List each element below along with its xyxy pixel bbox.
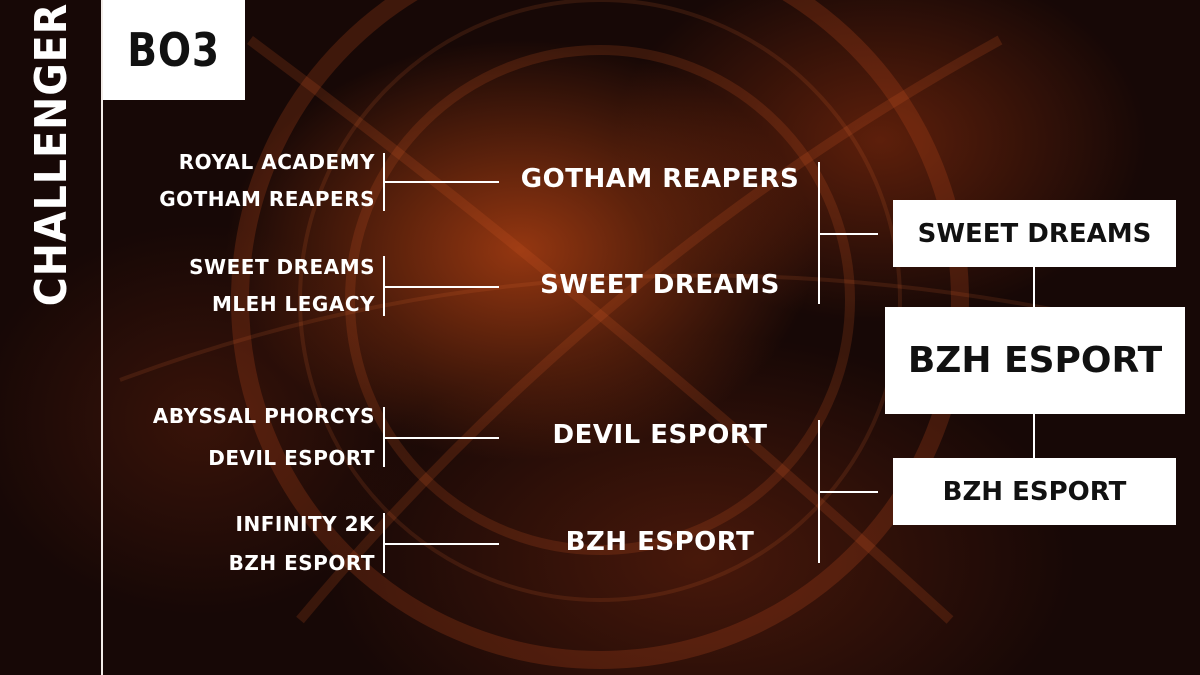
r1-match1-team-bottom: GOTHAM REAPERS xyxy=(159,187,375,211)
r2-team-2: SWEET DREAMS xyxy=(540,270,780,300)
champion-box: BZH ESPORT xyxy=(885,307,1185,414)
final-team-top-box: SWEET DREAMS xyxy=(893,200,1176,267)
final-bottom-connector xyxy=(1033,414,1035,458)
r1-match2-connector xyxy=(383,286,499,288)
champion-team: BZH ESPORT xyxy=(907,340,1163,381)
r1-match1-team-top: ROYAL ACADEMY xyxy=(178,150,375,174)
r2-upper-connector xyxy=(818,233,878,235)
r1-match4-connector xyxy=(383,543,499,545)
tier-title-text: CHALLENGER xyxy=(26,2,78,306)
r2-lower-connector xyxy=(818,491,878,493)
r1-match2-team-top: SWEET DREAMS xyxy=(189,255,375,279)
r2-team-3: DEVIL ESPORT xyxy=(552,420,768,450)
r1-match4-team-top: INFINITY 2K xyxy=(235,512,375,536)
side-divider xyxy=(101,0,103,675)
final-team-bottom-box: BZH ESPORT xyxy=(893,458,1176,525)
final-team-bottom: BZH ESPORT xyxy=(942,476,1127,507)
r1-match4-team-bottom: BZH ESPORT xyxy=(228,551,375,575)
r1-match1-connector xyxy=(383,181,499,183)
format-badge-text: BO3 xyxy=(127,23,221,77)
format-badge: BO3 xyxy=(103,0,245,100)
r2-team-1: GOTHAM REAPERS xyxy=(520,164,800,194)
r2-team-4: BZH ESPORT xyxy=(565,527,755,557)
r1-match3-team-bottom: DEVIL ESPORT xyxy=(208,446,375,470)
tier-title: CHALLENGER xyxy=(8,0,96,308)
final-top-connector xyxy=(1033,267,1035,307)
r1-match3-team-top: ABYSSAL PHORCYS xyxy=(152,404,375,428)
r1-match3-connector xyxy=(383,437,499,439)
final-team-top: SWEET DREAMS xyxy=(917,218,1152,249)
r1-match2-team-bottom: MLEH LEGACY xyxy=(212,292,375,316)
